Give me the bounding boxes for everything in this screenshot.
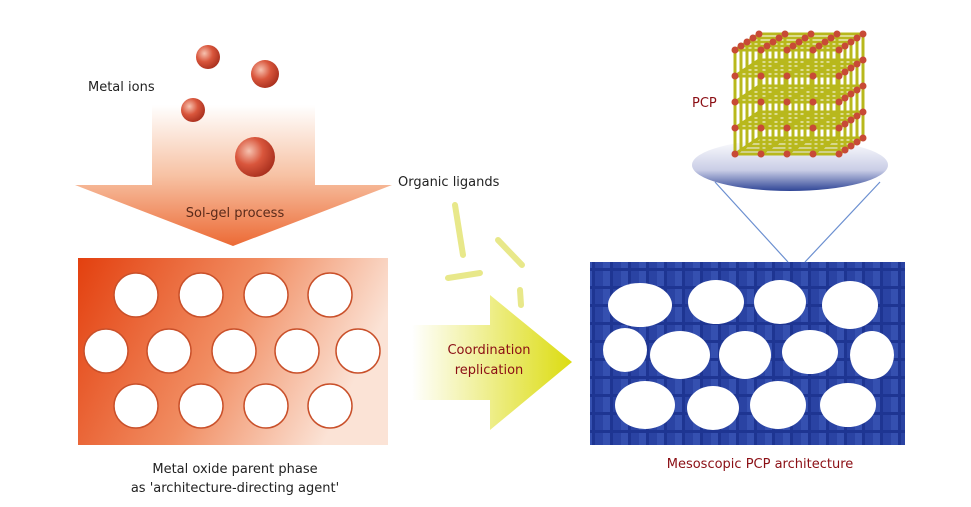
organic-ligand-rods — [445, 202, 525, 308]
zoom-callout-lines — [714, 181, 881, 263]
metal-ion-spheres — [181, 45, 279, 177]
parent-phase-label-2: as 'architecture-directing agent' — [130, 481, 340, 496]
pcp-metal-nodes — [731, 30, 867, 158]
parent-phase-label-1: Metal oxide parent phase — [152, 462, 318, 477]
sol-gel-label: Sol-gel process — [185, 206, 285, 221]
metal-oxide-plate — [78, 258, 388, 445]
metal-ions-label: Metal ions — [88, 80, 155, 95]
coordination-label-1: Coordination — [447, 343, 531, 358]
coordination-label-2: replication — [454, 363, 524, 378]
mesoscopic-pcp-slab — [590, 262, 905, 445]
mesoscopic-label: Mesoscopic PCP architecture — [666, 457, 854, 472]
pcp-cube-framework — [733, 32, 865, 156]
sol-gel-arrow — [75, 105, 392, 246]
coordination-arrow — [412, 295, 572, 430]
pcp-label: PCP — [692, 96, 717, 111]
organic-ligands-label: Organic ligands — [398, 175, 500, 190]
